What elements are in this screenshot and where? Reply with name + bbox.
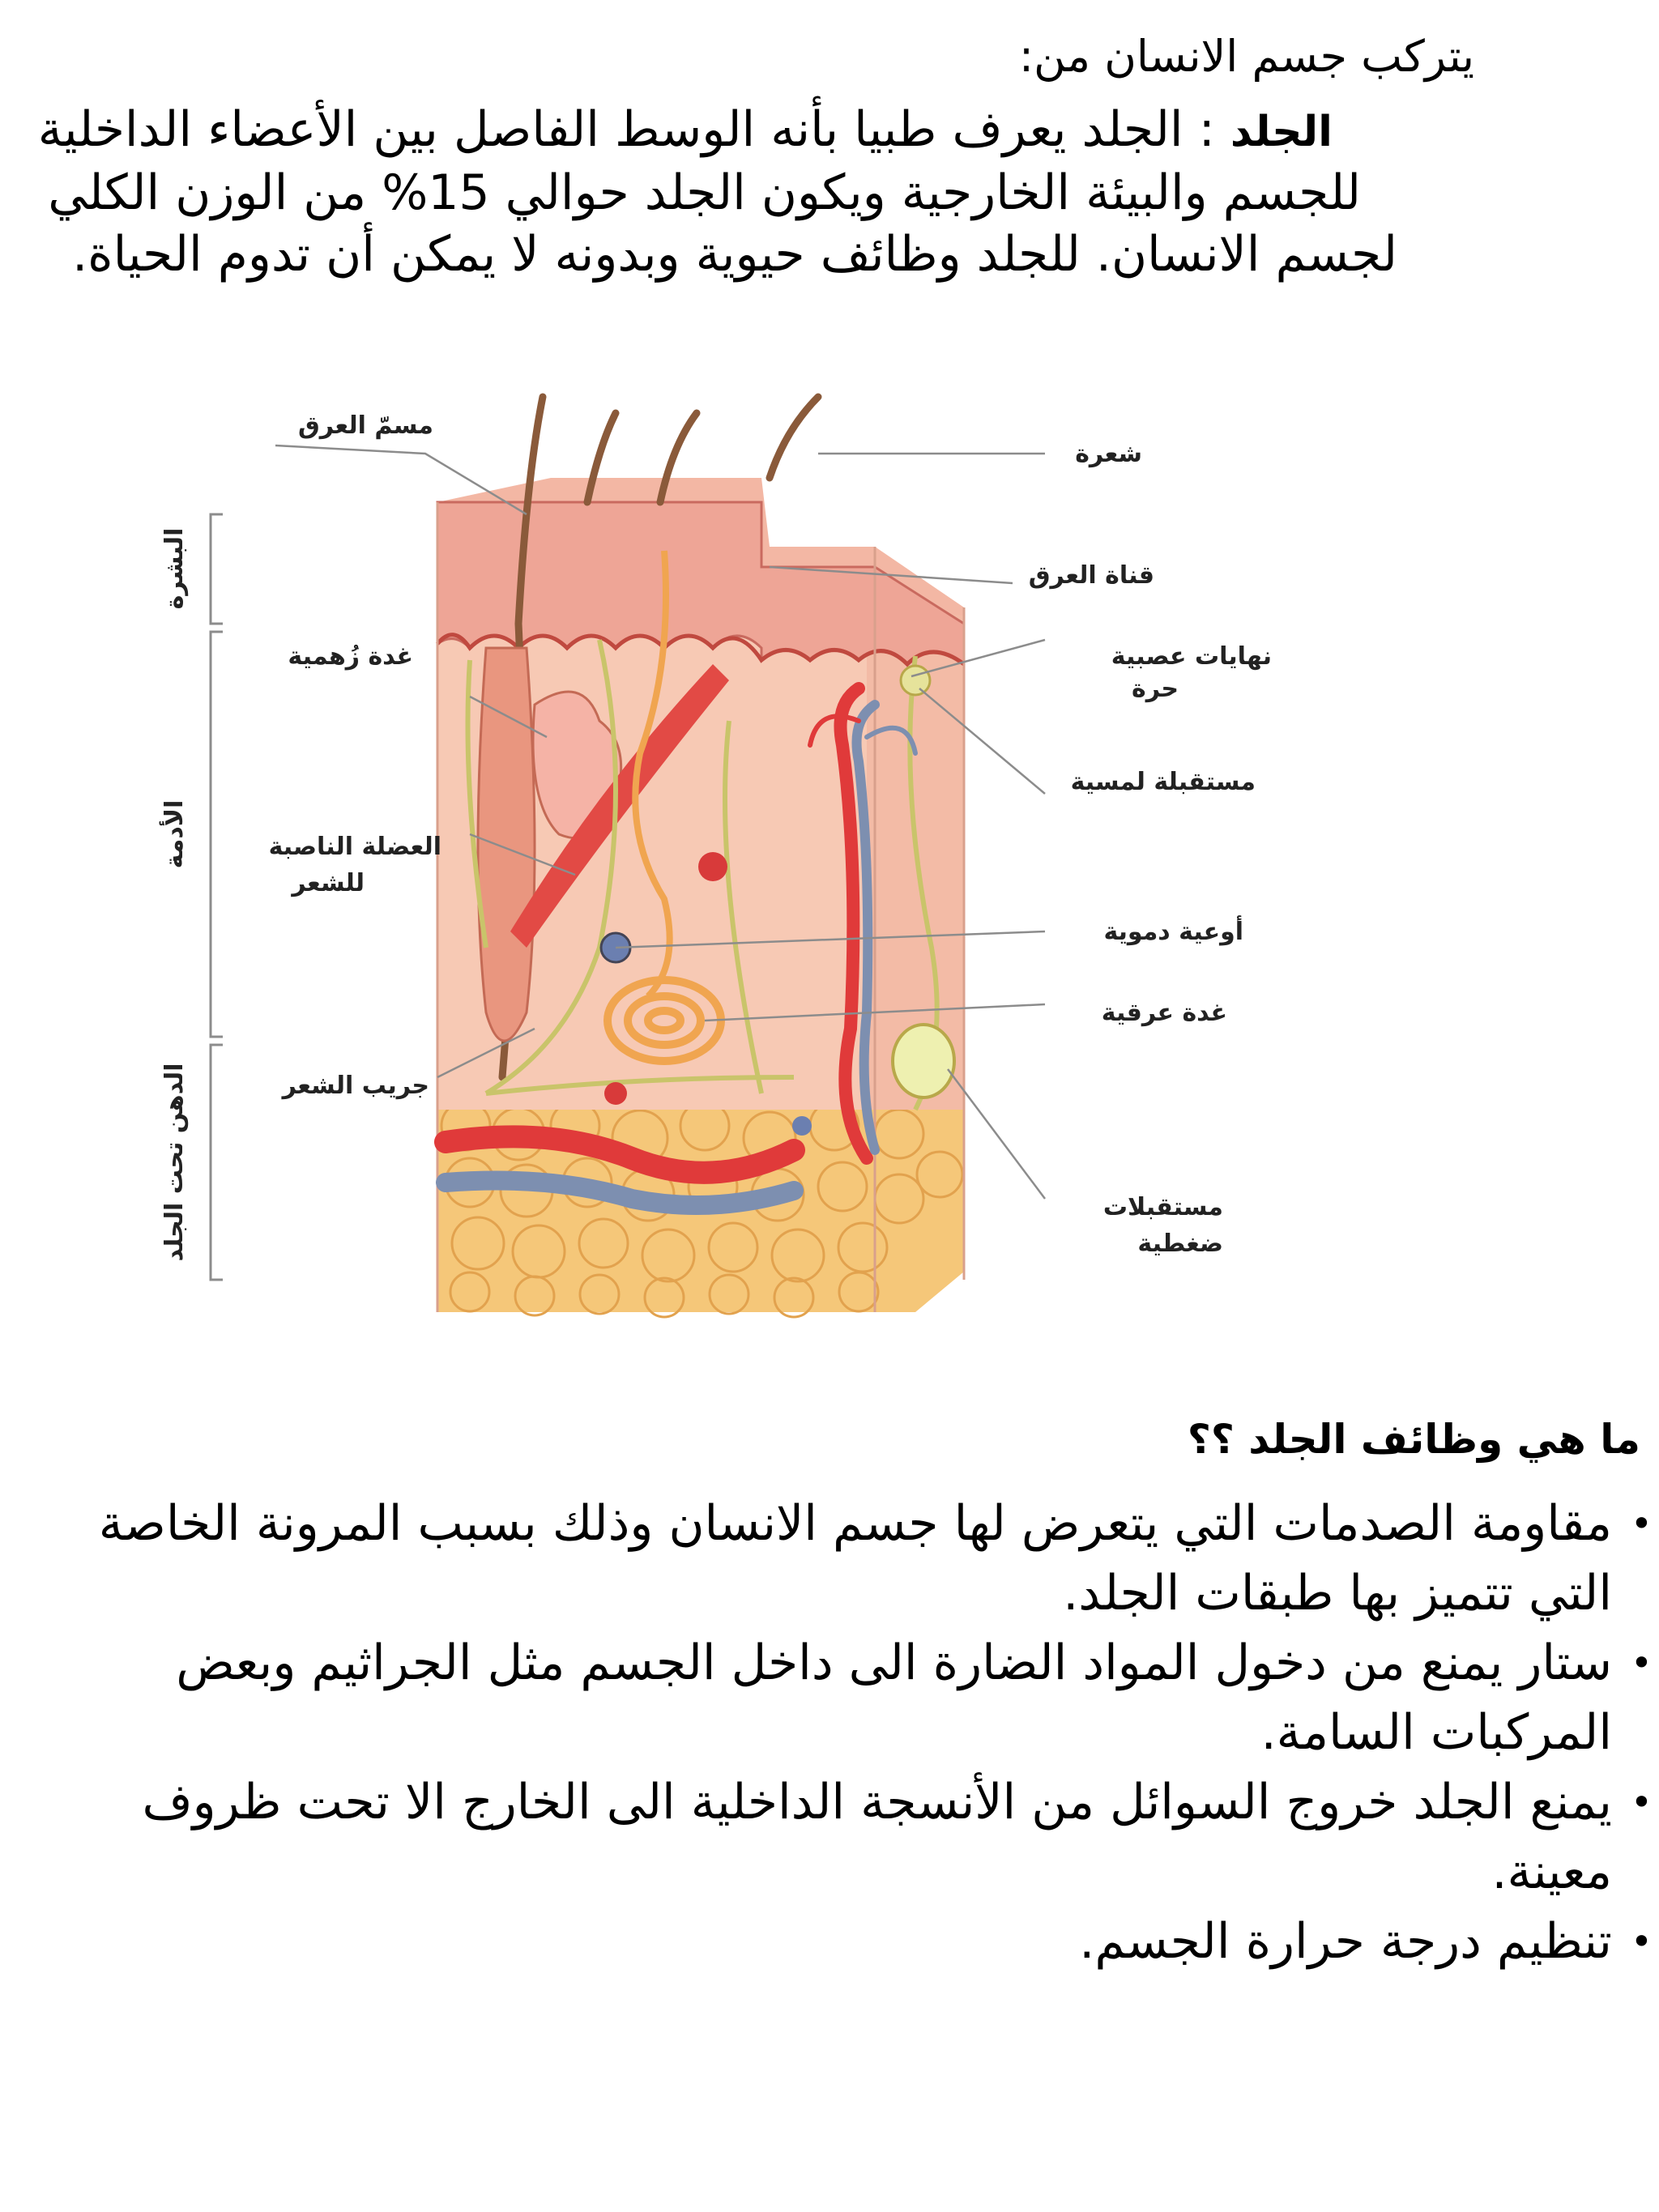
intro-line-3: لجسم الانسان. للجلد وظائف حيوية وبدونه ل… [72,226,1397,283]
sweat-duct-shape [632,550,673,999]
label-sweat-gland: غدة عرقية [1102,999,1227,1027]
touch-receptor-shape [899,664,932,697]
function-item-line: تنظيم درجة حرارة الجسم. [1079,1913,1612,1970]
label-sebaceous-gland: غدة زُهمية [288,642,413,671]
lead-word-skin: الجلد [1230,108,1333,156]
function-item: • مقاومة الصدمات التي يتعرض لها جسم الان… [49,1489,1657,1628]
label-blood-vessels: أوعية دموية [1103,915,1243,946]
block-outline [436,502,966,1312]
bullet-marker: • [1630,1502,1653,1545]
functions-heading: ما هي وظائف الجلد ؟؟ [1187,1416,1640,1463]
intro-line-1-text: : الجلد يعرف طبيا بأنه الوسط الفاصل بين … [37,101,1230,158]
function-item: • يمنع الجلد خروج السوائل من الأنسجة الد… [49,1767,1657,1907]
function-item-line: التي تتميز بها طبقات الجلد. [1063,1565,1612,1622]
hair-follicle-shape [476,646,536,1042]
functions-list: • مقاومة الصدمات التي يتعرض لها جسم الان… [49,1489,1657,1976]
bullet-marker: • [1630,1780,1653,1824]
blood-vessels-shape [434,682,918,1215]
label-free-nerve-endings-1: نهايات عصبية [1111,642,1272,671]
label-free-nerve-endings-2: حرة [1132,675,1179,703]
label-arrector-muscle-2: للشعر [290,869,365,897]
intro-line-2: للجسم والبيئة الخارجية ويكون الجلد حوالي… [48,164,1361,221]
arrector-muscle-shape [510,664,729,948]
vessel-cross-section-1 [698,852,727,881]
intro-heading: يتركب جسم الانسان من: [1018,31,1474,82]
label-dermis: الأدمة [159,800,189,869]
pointer-lines [275,444,1046,1200]
label-touch-receptor: مستقبلة لمسية [1071,768,1256,796]
label-hair-follicle: جريب الشعر [281,1072,429,1100]
vessel-cross-section-3 [604,1082,627,1105]
label-pressure-receptors-2: ضغطية [1137,1230,1223,1258]
function-item-line: المركبات السامة. [1260,1704,1612,1761]
intro-line-1: الجلد : الجلد يعرف طبيا بأنه الوسط الفاص… [16,96,1333,166]
bullet-marker: • [1630,1641,1653,1685]
function-item: • تنظيم درجة حرارة الجسم. [49,1907,1657,1976]
function-item-line: يمنع الجلد خروج السوائل من الأنسجة الداخ… [142,1774,1612,1831]
label-sweat-duct: قناة العرق [1029,561,1154,590]
label-pressure-receptors-1: مستقبلات [1103,1193,1223,1221]
vessel-cross-section-4 [792,1116,812,1136]
label-epidermis: البشرة [160,528,189,610]
dermis-layer [437,547,964,1110]
layer-brackets [209,513,223,1281]
function-item-line: مقاومة الصدمات التي يتعرض لها جسم الانسا… [98,1495,1612,1552]
bullet-marker: • [1630,1920,1653,1963]
function-item-line: ستار يمنع من دخول المواد الضارة الى داخل… [176,1634,1612,1691]
label-hair: شعرة [1075,440,1142,468]
label-sweat-pore: مسمّ العرق [298,411,433,440]
label-arrector-muscle-1: العضلة الناصبة [269,833,441,861]
skin-cross-section-diagram: مسمّ العرق شعرة قناة العرق غدة زُهمية نه… [159,393,1272,1319]
function-item: • ستار يمنع من دخول المواد الضارة الى دا… [49,1628,1657,1767]
function-item-line: معينة. [1491,1843,1612,1900]
pressure-receptor-shape [891,1023,956,1099]
label-hypodermis: الدهن تحت الجلد [160,1063,189,1262]
